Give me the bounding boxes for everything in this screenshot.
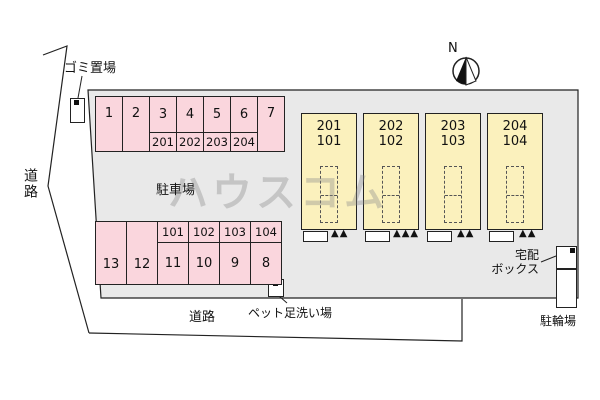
parking-stall-13: 13 (96, 222, 126, 284)
building-unit-2: 202 102 (363, 113, 419, 230)
building-unit-3: 203 103 (425, 113, 481, 230)
stairs-icon (444, 166, 462, 223)
stairs-landing (445, 194, 461, 196)
building-unit-4: 204 104 (487, 113, 543, 230)
parking-stall-9: 9 (220, 243, 250, 284)
garbage-leader-line (77, 75, 83, 99)
stairs-icon (382, 166, 400, 223)
unit-upper-number: 201 (316, 119, 342, 134)
unit-upper-number: 204 (502, 119, 528, 134)
unit-lower-number: 101 (316, 134, 342, 149)
stall-unit-102: 102 (189, 222, 219, 242)
bike-parking-area (556, 269, 577, 308)
garbage-station-box (70, 98, 85, 123)
entrance-arrows-2: ▲▲▲ (393, 228, 420, 239)
building-unit-1: 201 101 (301, 113, 357, 230)
road-boundary-left (42, 45, 90, 334)
delivery-box (556, 246, 577, 269)
unit-lower-number: 102 (378, 134, 404, 149)
entrance-arrows-3: ▲▲ (457, 228, 475, 239)
parking-row-top: 1 2 3 4 5 6 7 201 202 203 204 (95, 96, 285, 152)
delivery-box-mark (570, 248, 575, 253)
parking-stall-2: 2 (123, 97, 149, 151)
parking-stall-6: 6 (231, 97, 257, 132)
entrance-arrows-1: ▲▲ (331, 228, 349, 239)
road-boundary-bottom (88, 299, 463, 342)
road-label-bottom: 道路 (189, 310, 216, 325)
north-compass-icon (452, 56, 480, 86)
parking-stall-8: 8 (251, 243, 281, 284)
parking-stall-7: 7 (258, 97, 284, 151)
entrance-arrows-4: ▲▲ (519, 228, 537, 239)
stairs-landing (321, 194, 337, 196)
unit-upper-number: 203 (440, 119, 466, 134)
parking-lot-label: 駐車場 (156, 183, 196, 198)
parking-stall-5: 5 (204, 97, 230, 132)
entrance-porch-3 (427, 231, 452, 242)
garbage-box-mark (74, 100, 79, 105)
stairs-icon (506, 166, 524, 223)
stall-unit-203: 203 (204, 133, 230, 151)
garbage-area-label: ゴミ置場 (64, 61, 117, 76)
entrance-porch-4 (489, 231, 514, 242)
unit-numbers: 203 103 (426, 119, 480, 149)
stairs-landing (507, 194, 523, 196)
entrance-porch-1 (303, 231, 328, 242)
parking-stall-11: 11 (158, 243, 188, 284)
stairs-landing (383, 194, 399, 196)
north-label: N (448, 41, 458, 56)
stall-unit-204: 204 (231, 133, 257, 151)
stall-unit-104: 104 (251, 222, 281, 242)
parking-stall-3: 3 (150, 97, 176, 132)
stall-unit-202: 202 (177, 133, 203, 151)
stall-unit-103: 103 (220, 222, 250, 242)
unit-numbers: 201 101 (302, 119, 356, 149)
delivery-box-label-line2: ボックス (491, 262, 539, 276)
unit-numbers: 204 104 (488, 119, 542, 149)
stairs-icon (320, 166, 338, 223)
unit-lower-number: 104 (502, 134, 528, 149)
parking-stall-4: 4 (177, 97, 203, 132)
parking-stall-10: 10 (189, 243, 219, 284)
parking-stall-12: 12 (127, 222, 157, 284)
parking-row-bottom: 13 12 101 102 103 104 11 10 9 8 (95, 221, 282, 285)
parking-stall-1: 1 (96, 97, 122, 151)
entrance-porch-2 (365, 231, 390, 242)
bike-parking-label: 駐輪場 (540, 314, 577, 328)
delivery-box-label: 宅配 ボックス (481, 248, 539, 276)
stall-unit-101: 101 (158, 222, 188, 242)
delivery-box-leader-line (540, 255, 557, 263)
pet-wash-label: ペット足洗い場 (248, 306, 333, 320)
delivery-box-label-line1: 宅配 (514, 248, 539, 262)
stall-unit-201: 201 (150, 133, 176, 151)
road-label-left: 道路 (22, 168, 38, 200)
pet-wash-leader-line (278, 295, 288, 304)
unit-upper-number: 202 (378, 119, 404, 134)
unit-numbers: 202 102 (364, 119, 418, 149)
unit-lower-number: 103 (440, 134, 466, 149)
